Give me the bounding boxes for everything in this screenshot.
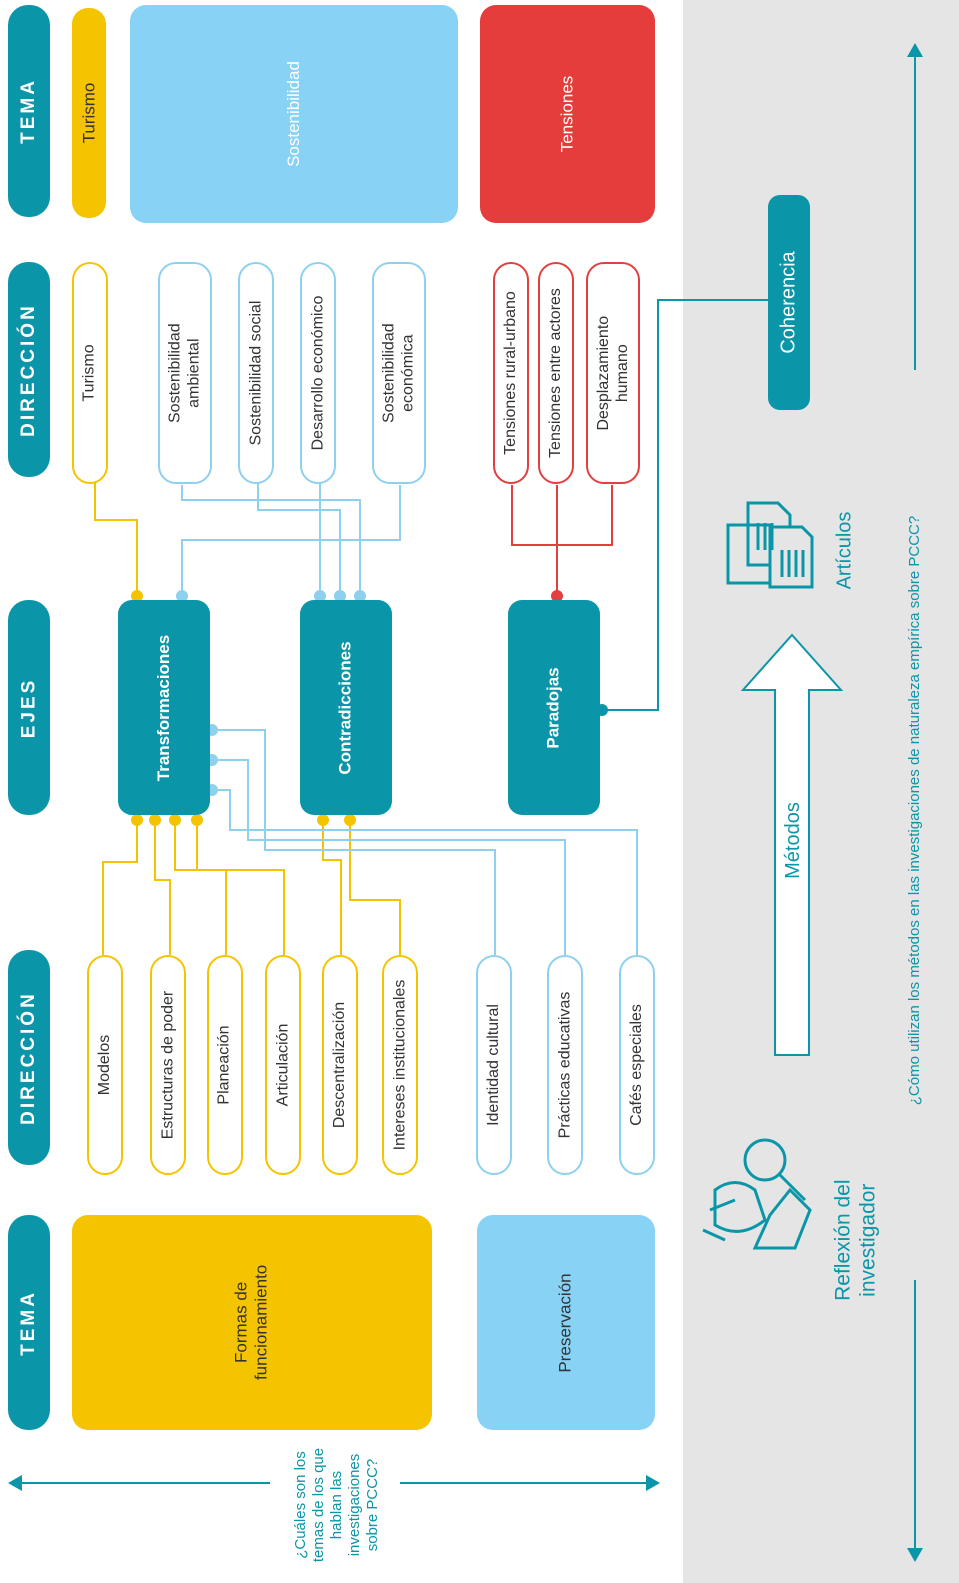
dir-sostenibilidad-economica: Sostenibilidad económica — [372, 262, 426, 484]
dir-descentralizacion: Descentralización — [322, 955, 358, 1175]
tema-turismo: Turismo — [72, 8, 106, 218]
up-arrow-icon — [740, 633, 844, 1056]
right-double-arrow — [907, 43, 923, 1562]
tema-tensiones: Tensiones — [480, 5, 655, 223]
dir-desplazamiento-humano: Desplazamiento humano — [586, 262, 640, 484]
right-question: ¿Cómo utilizan los métodos en las invest… — [906, 515, 924, 1105]
eje-transformaciones: Transformaciones — [118, 600, 210, 815]
methods-panel — [683, 0, 959, 1583]
header-direccion-top: DIRECCIÓN — [8, 262, 50, 477]
reflexion-label: Reflexión del investigador — [831, 1179, 880, 1301]
header-ejes: EJES — [8, 600, 50, 815]
dir-desarrollo-economico: Desarrollo económico — [300, 262, 336, 484]
left-question: ¿Cuáles son los temas de los que hablan … — [292, 1447, 382, 1563]
dir-identidad-cultural: Identidad cultural — [476, 955, 512, 1175]
dir-intereses-institucionales: Intereses institucionales — [382, 955, 418, 1175]
dir-estructuras-de-poder: Estructuras de poder — [150, 955, 186, 1175]
header-tema-bottom: TEMA — [8, 1215, 50, 1430]
eje-paradojas: Paradojas — [508, 600, 600, 815]
dir-sostenibilidad-ambiental: Sostenibilidad ambiental — [158, 262, 212, 484]
researcher-icon — [702, 1138, 812, 1250]
metodos-label: Métodos — [781, 801, 804, 879]
tema-formas-de-funcionamiento: Formas de funcionamiento — [72, 1215, 432, 1430]
header-direccion-bottom: DIRECCIÓN — [8, 950, 50, 1165]
dir-cafes-especiales: Cafés especiales — [619, 955, 655, 1175]
dir-articulacion: Articulación — [265, 955, 301, 1175]
articulos-label: Artículos — [833, 511, 856, 589]
dir-turismo: Turismo — [72, 262, 108, 484]
dir-tensiones-rural-urbano: Tensiones rural-urbano — [493, 262, 529, 484]
eje-contradicciones: Contradicciones — [300, 600, 392, 815]
tema-preservacion: Preservación — [477, 1215, 655, 1430]
header-tema-top: TEMA — [8, 5, 50, 217]
dir-planeacion: Planeación — [207, 955, 243, 1175]
dir-sostenibilidad-social: Sostenibilidad social — [238, 262, 274, 484]
coherencia-box: Coherencia — [768, 195, 810, 410]
documents-icon — [726, 501, 814, 589]
dir-tensiones-actores: Tensiones entre actores — [538, 262, 574, 484]
dir-practicas-educativas: Prácticas educativas — [547, 955, 583, 1175]
tema-sostenibilidad: Sostenibilidad — [130, 5, 458, 223]
double-arrow-icon — [8, 1475, 660, 1491]
dir-modelos: Modelos — [87, 955, 123, 1175]
